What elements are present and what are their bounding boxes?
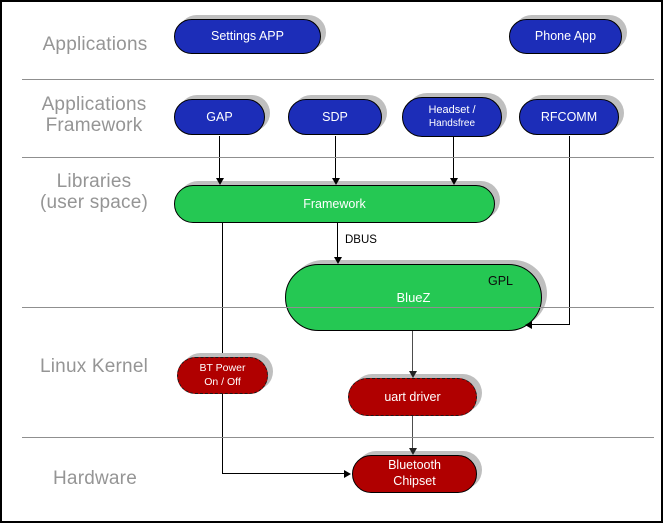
node-gap: GAP xyxy=(174,99,265,135)
dbus-edge-label: DBUS xyxy=(345,234,377,246)
node-label: Settings APP xyxy=(211,29,284,43)
separator-line xyxy=(22,157,654,158)
layer-label-linux-kernel: Linux Kernel xyxy=(15,356,173,377)
node-framework: Framework xyxy=(174,185,495,223)
node-sdp: SDP xyxy=(288,99,382,135)
node-label: SDP xyxy=(322,109,348,124)
edge-framework-to-bluez-arrowhead xyxy=(334,257,342,264)
edge-framework-to-chipset-horizontal-line xyxy=(222,473,345,475)
edge-framework-to-bluez-line xyxy=(337,223,339,259)
node-label: Handsfree xyxy=(428,117,476,129)
node-phone-app: Phone App xyxy=(509,19,622,54)
node-bt-power-on-off: BT Power On / Off xyxy=(177,357,268,394)
edge-framework-to-chipset-vertical-line xyxy=(222,223,224,474)
edge-gap-to-framework-arrowhead xyxy=(216,178,224,185)
node-rfcomm: RFCOMM xyxy=(519,99,619,135)
edge-gap-to-framework-line xyxy=(219,136,221,180)
edge-rfcomm-to-bluez-vertical-line xyxy=(569,136,571,325)
edge-headset-to-framework-arrowhead xyxy=(450,178,458,185)
edge-bluez-to-uart-arrowhead xyxy=(409,371,417,378)
node-label: Headset / xyxy=(428,103,476,116)
node-label: Framework xyxy=(303,196,366,211)
node-label: GAP xyxy=(206,109,233,124)
layer-label-line: Linux Kernel xyxy=(39,356,149,377)
edge-bluez-to-uart-line xyxy=(412,331,414,373)
layer-label-hardware: Hardware xyxy=(20,468,170,489)
node-label: BlueZ xyxy=(396,289,431,305)
edge-sdp-to-framework-arrowhead xyxy=(332,178,340,185)
node-headset-handsfree: Headset / Handsfree xyxy=(402,97,502,137)
node-bluetooth-chipset: Bluetooth Chipset xyxy=(352,455,477,493)
node-label: BT Power xyxy=(199,361,246,374)
separator-line xyxy=(22,307,654,308)
node-label: Bluetooth xyxy=(388,458,441,473)
edge-framework-to-chipset-arrowhead xyxy=(344,470,351,478)
edge-rfcomm-to-bluez-horizontal-line xyxy=(530,324,570,326)
node-settings-app: Settings APP xyxy=(174,19,321,54)
layer-label-line: (user space) xyxy=(40,192,148,213)
node-bluez: BlueZ GPL xyxy=(285,264,542,331)
separator-line xyxy=(22,437,654,438)
node-label: uart driver xyxy=(384,389,441,404)
layer-label-applications-framework: Applications Framework xyxy=(15,94,173,136)
gpl-badge: GPL xyxy=(487,274,513,288)
node-label: Chipset xyxy=(393,474,436,488)
layer-label-applications: Applications xyxy=(20,34,170,55)
edge-headset-to-framework-line xyxy=(453,137,455,180)
layer-label-line: Hardware xyxy=(53,468,137,489)
node-label: RFCOMM xyxy=(540,109,598,124)
layer-label-line: Applications xyxy=(41,94,147,115)
node-label: On / Off xyxy=(204,375,241,388)
edge-uart-to-chipset-arrowhead xyxy=(409,448,417,455)
separator-line xyxy=(22,79,654,80)
layer-label-libraries: Libraries (user space) xyxy=(15,171,173,213)
edge-rfcomm-to-bluez-arrowhead xyxy=(525,321,532,329)
node-uart-driver: uart driver xyxy=(348,378,477,416)
node-label: Phone App xyxy=(534,29,597,43)
layer-label-line: Applications xyxy=(42,34,148,55)
layer-label-line: Framework xyxy=(45,115,143,136)
edge-uart-to-chipset-line xyxy=(412,416,414,450)
edge-sdp-to-framework-line xyxy=(335,136,337,180)
layer-label-line: Libraries xyxy=(56,171,132,192)
